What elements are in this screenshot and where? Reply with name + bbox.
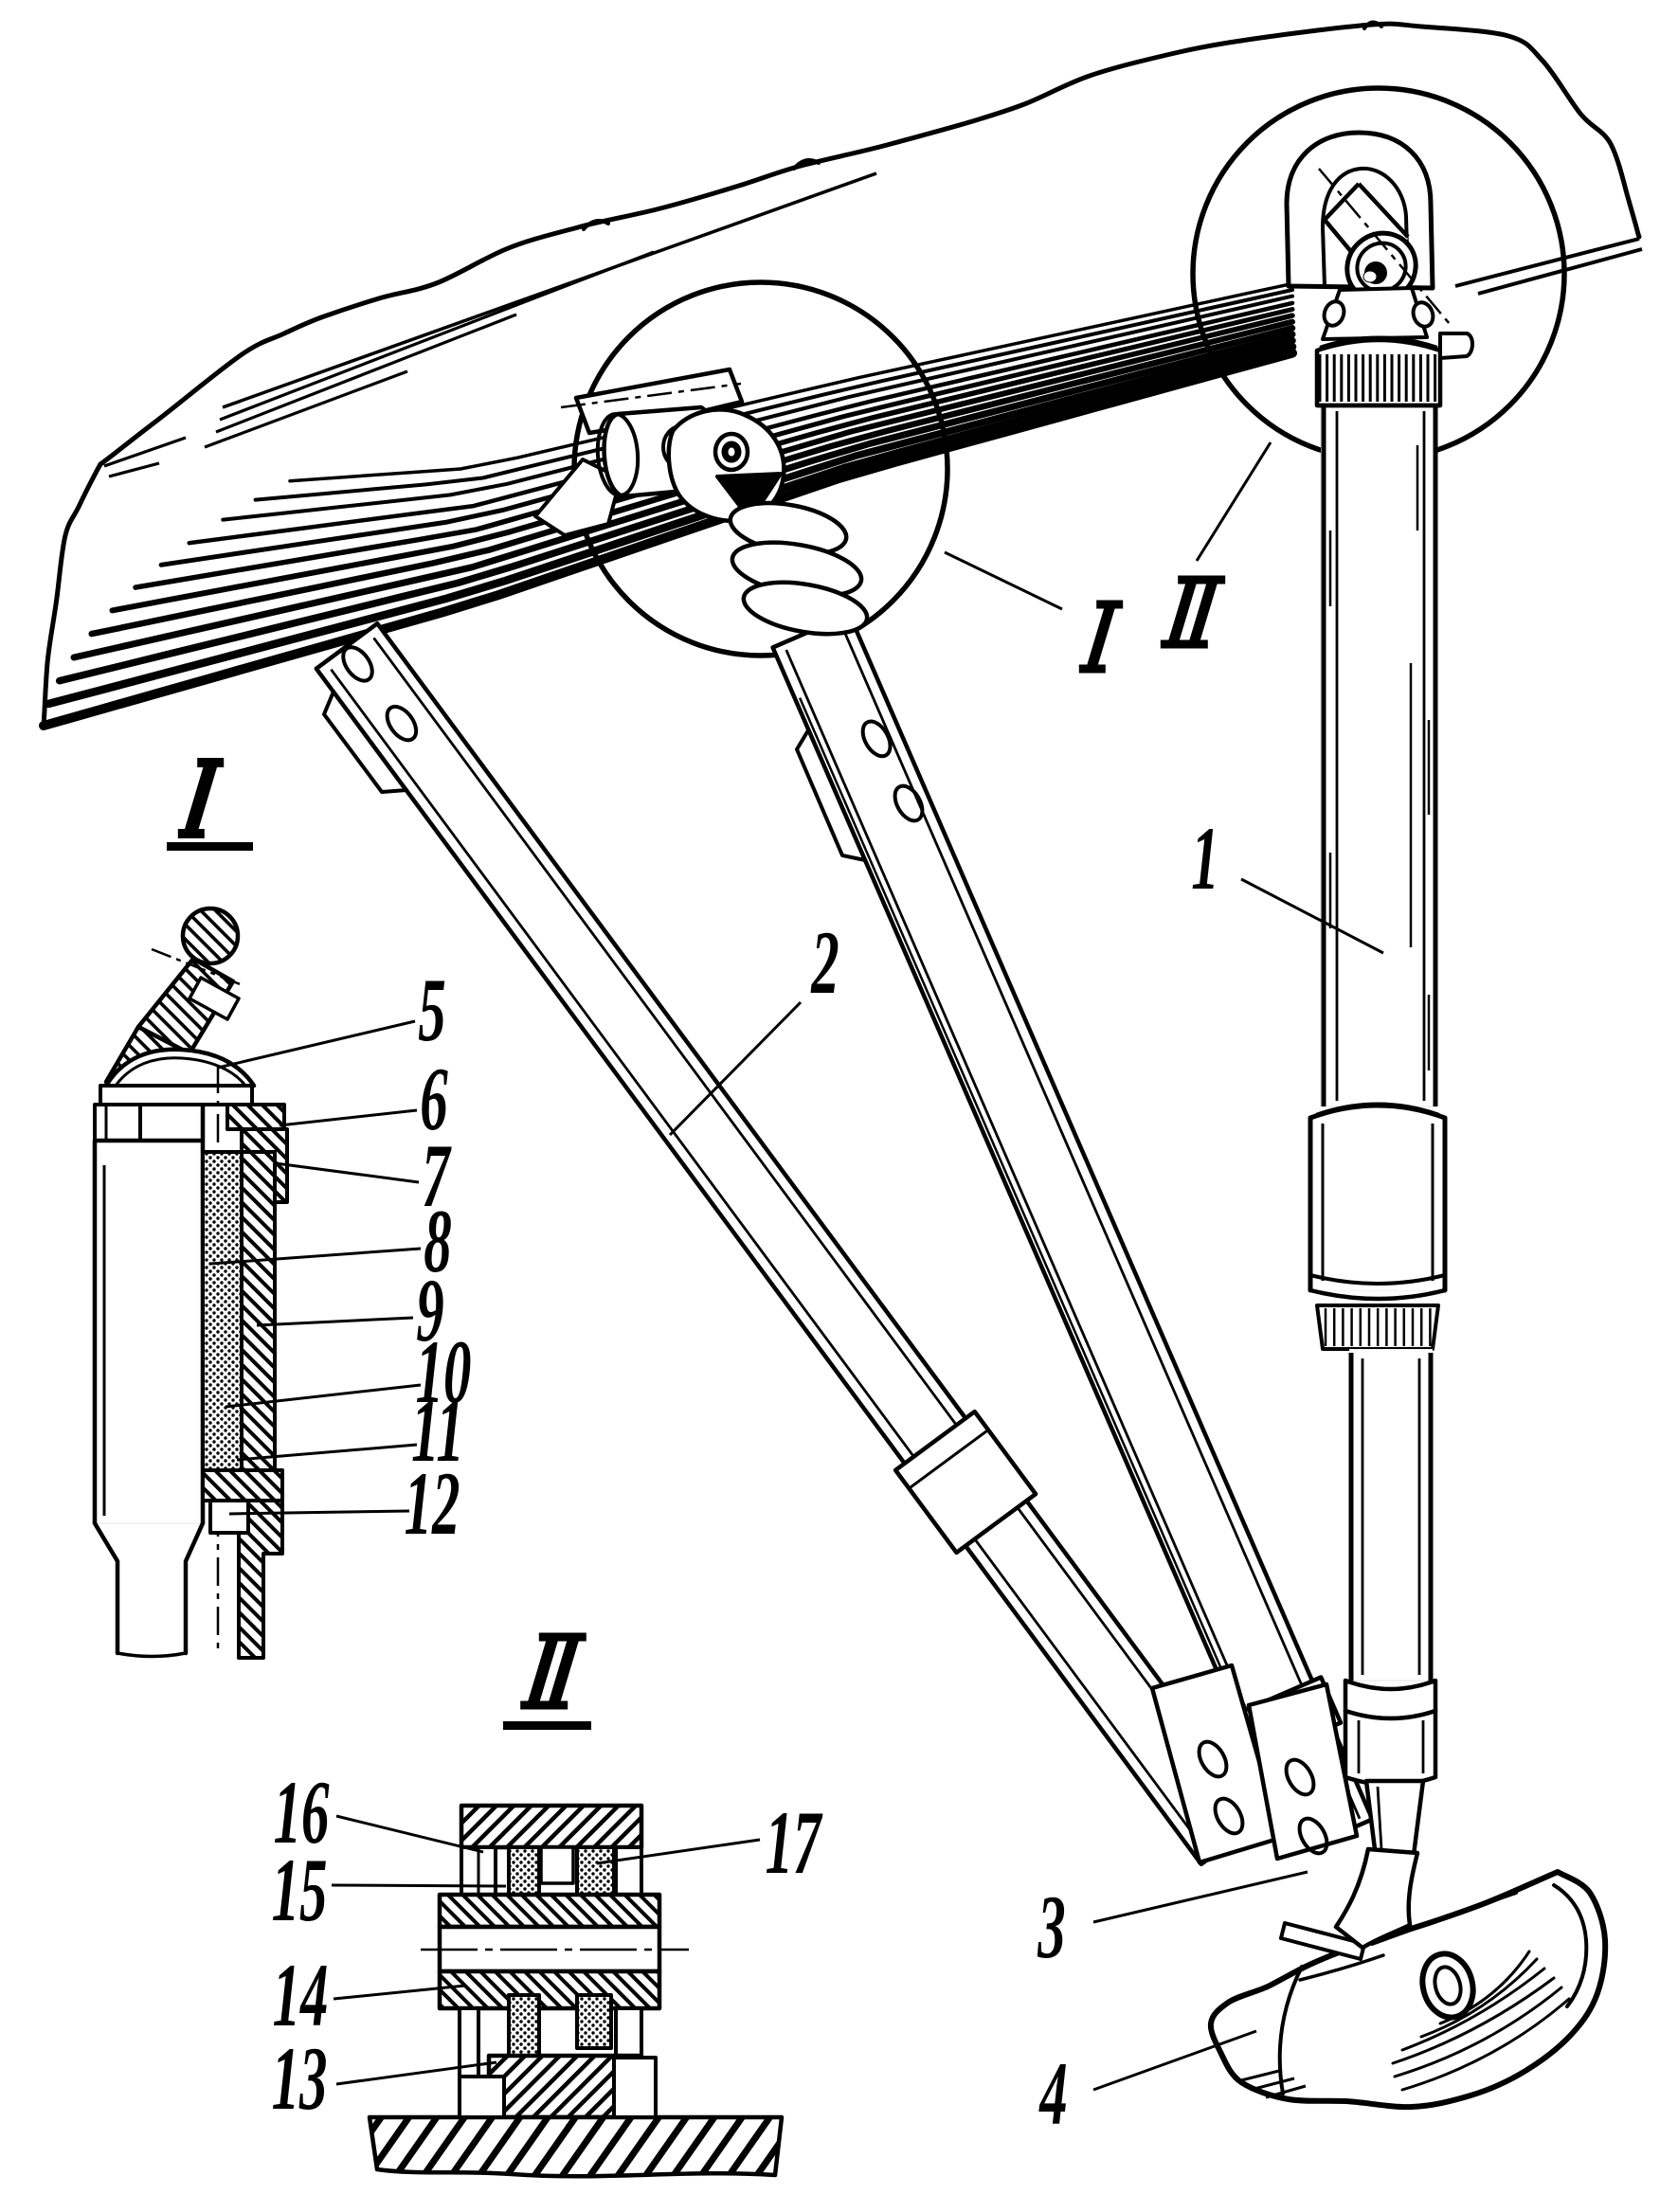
svg-text:2: 2 <box>811 914 839 1014</box>
svg-text:16: 16 <box>274 1764 330 1863</box>
svg-text:14: 14 <box>273 1947 329 2046</box>
svg-text:9: 9 <box>416 1262 443 1361</box>
svg-text:3: 3 <box>1037 1879 1066 1978</box>
svg-text:7: 7 <box>422 1127 452 1227</box>
svg-text:5: 5 <box>418 962 445 1061</box>
svg-text:6: 6 <box>420 1051 448 1150</box>
svg-text:1: 1 <box>1191 810 1218 909</box>
svg-text:17: 17 <box>766 1794 823 1894</box>
svg-text:8: 8 <box>424 1193 451 1292</box>
svg-text:4: 4 <box>1038 2045 1068 2145</box>
svg-text:12: 12 <box>405 1455 460 1555</box>
svg-text:13: 13 <box>272 2030 328 2130</box>
svg-text:11: 11 <box>411 1382 464 1482</box>
svg-text:15: 15 <box>272 1842 328 1941</box>
svg-text:10: 10 <box>416 1323 472 1423</box>
